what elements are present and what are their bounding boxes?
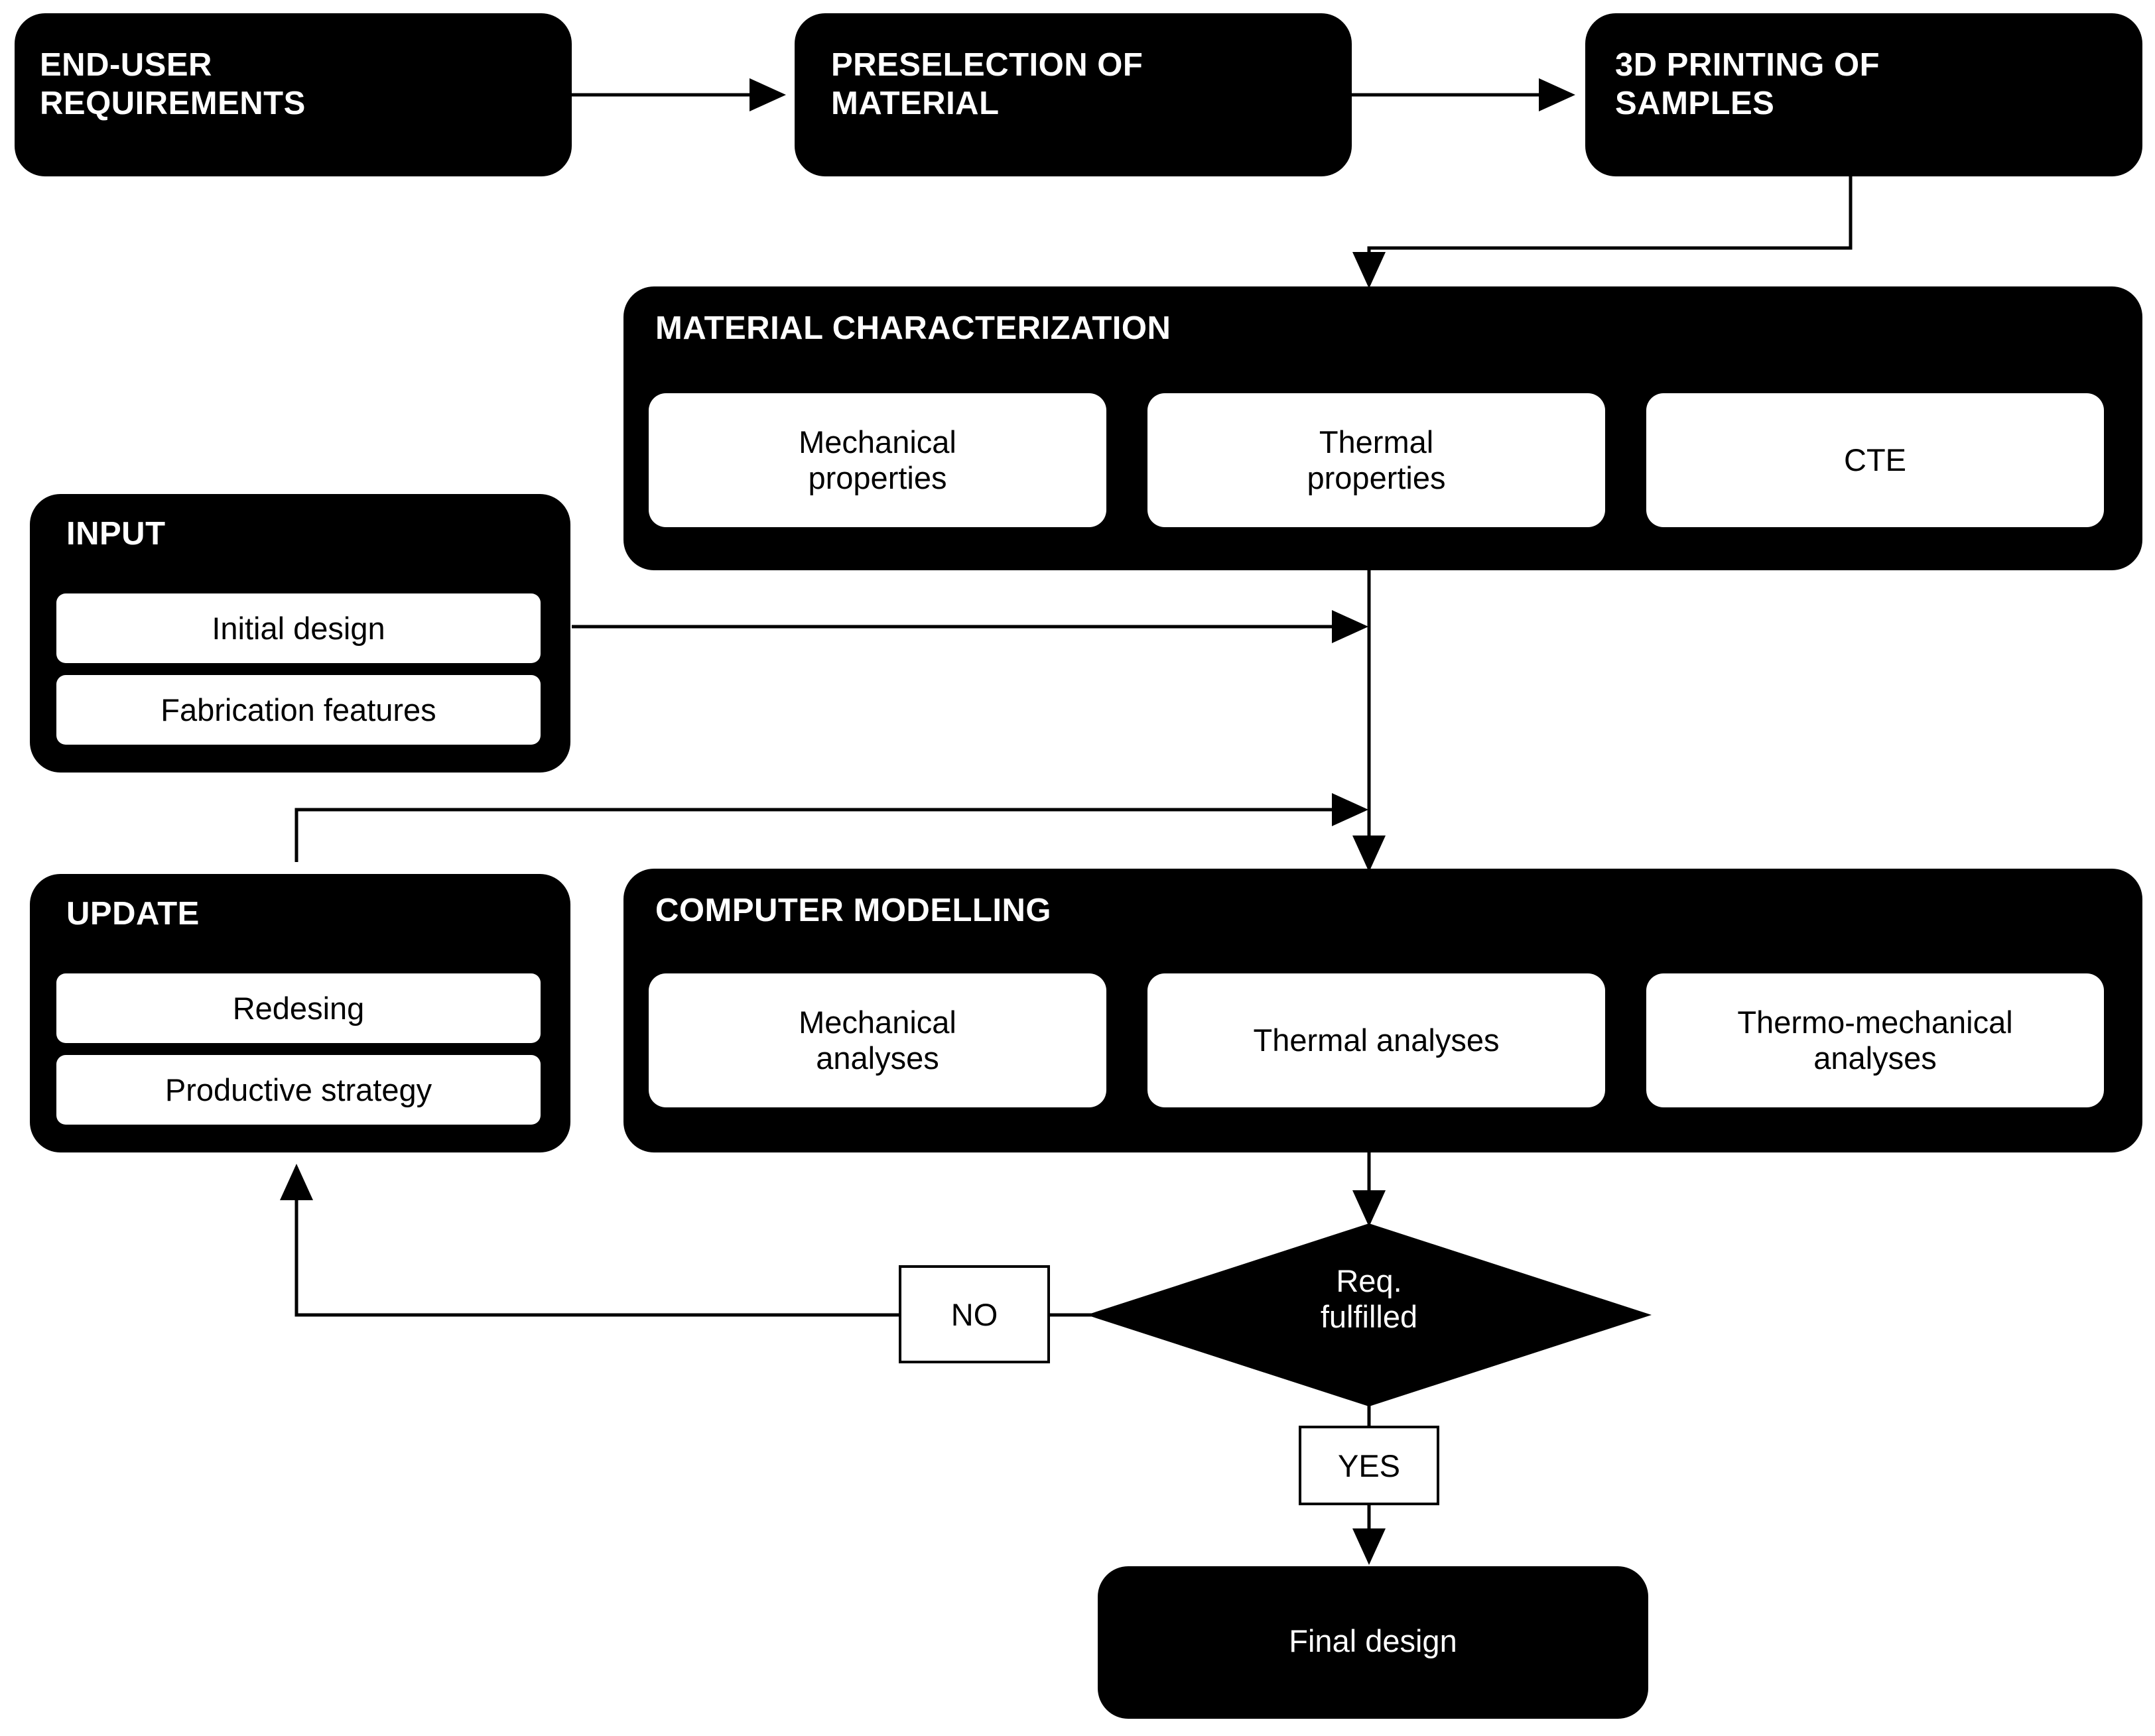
decision-label: Req. fulfilled — [1320, 1263, 1418, 1334]
node-3d-printing-of-samples-label: 3D PRINTING OF SAMPLES — [1615, 47, 1880, 121]
node-final-design-label: Final design — [1289, 1623, 1457, 1658]
subbox-fabrication-features[interactable]: Fabrication features — [56, 675, 541, 745]
node-final-design[interactable]: Final design — [1098, 1566, 1648, 1719]
node-end-user-requirements[interactable]: END-USER REQUIREMENTS — [15, 13, 572, 176]
subbox-thermo-mechanical-analyses[interactable]: Thermo-mechanical analyses — [1646, 973, 2104, 1107]
node-preselection-of-material[interactable]: PRESELECTION OF MATERIAL — [795, 13, 1352, 176]
subbox-productive-strategy[interactable]: Productive strategy — [56, 1055, 541, 1125]
node-update-label: UPDATE — [66, 896, 200, 932]
node-3d-printing-of-samples[interactable]: 3D PRINTING OF SAMPLES — [1585, 13, 2142, 176]
node-input-label: INPUT — [66, 516, 166, 552]
subbox-mechanical-analyses[interactable]: Mechanical analyses — [649, 973, 1106, 1107]
node-material-characterization-label: MATERIAL CHARACTERIZATION — [655, 310, 1171, 346]
subbox-initial-design[interactable]: Initial design — [56, 593, 541, 663]
subbox-cte[interactable]: CTE — [1646, 393, 2104, 527]
edge-label-yes: YES — [1299, 1426, 1439, 1505]
edge-label-no: NO — [899, 1265, 1050, 1363]
edge-update-to-trunk — [294, 793, 1368, 862]
node-preselection-of-material-label: PRESELECTION OF MATERIAL — [831, 47, 1143, 121]
subbox-redesing[interactable]: Redesing — [56, 973, 541, 1043]
subbox-mechanical-properties[interactable]: Mechanical properties — [649, 393, 1106, 527]
edge-no-to-update — [280, 1164, 899, 1317]
subbox-thermal-analyses[interactable]: Thermal analyses — [1147, 973, 1605, 1107]
edge-printing-to-characterization — [1352, 167, 1853, 288]
node-computer-modelling-label: COMPUTER MODELLING — [655, 893, 1051, 928]
subbox-thermal-properties[interactable]: Thermal properties — [1147, 393, 1605, 527]
node-end-user-requirements-label: END-USER REQUIREMENTS — [40, 47, 306, 121]
